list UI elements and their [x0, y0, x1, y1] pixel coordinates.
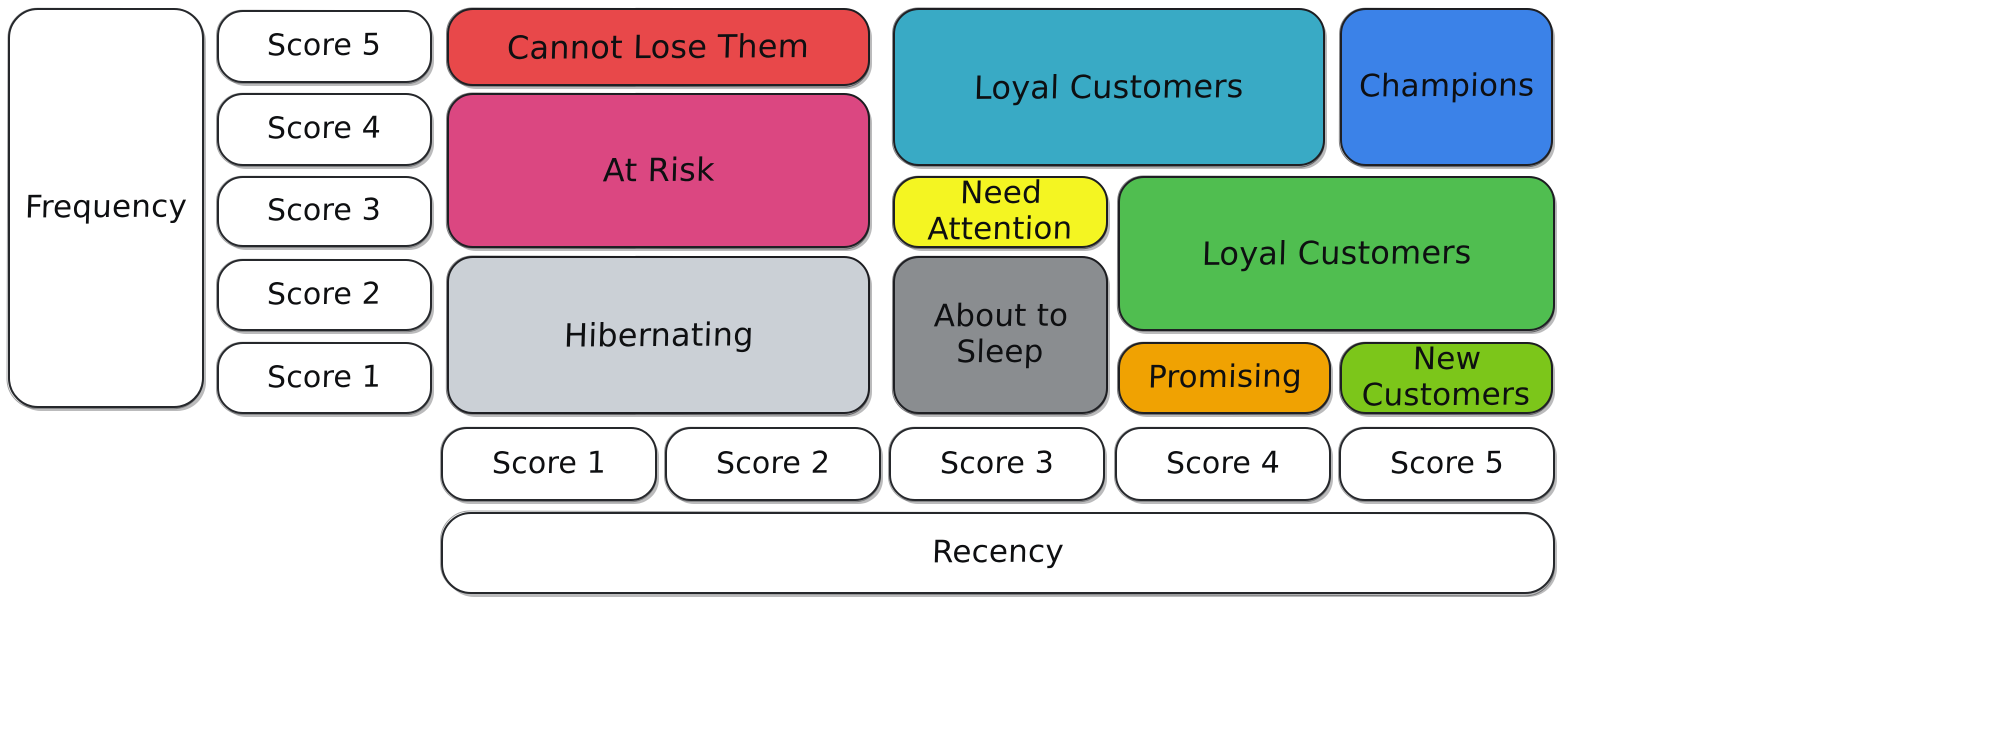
recency-score-5-label[interactable]: Score 5: [1339, 427, 1555, 501]
recency-score-4-label[interactable]: Score 4: [1115, 427, 1331, 501]
recency-score-3-label[interactable]: Score 3: [889, 427, 1105, 501]
frequency-score-3-label[interactable]: Score 3: [217, 176, 432, 247]
recency-axis-label: Recency: [931, 533, 1065, 571]
frequency-score-4-label[interactable]: Score 4: [217, 93, 432, 166]
frequency-score-5-label[interactable]: Score 5: [217, 10, 432, 83]
frequency-axis-label: Frequency: [24, 188, 188, 226]
segment-at-risk[interactable]: At Risk: [447, 93, 870, 248]
segment-cannot-lose-them[interactable]: Cannot Lose Them: [447, 8, 870, 86]
segment-promising[interactable]: Promising: [1118, 342, 1331, 414]
segment-loyal-customers-teal[interactable]: Loyal Customers: [893, 8, 1325, 166]
segment-hibernating[interactable]: Hibernating: [447, 256, 870, 414]
frequency-score-2-label[interactable]: Score 2: [217, 259, 432, 331]
recency-axis-title: Recency: [441, 512, 1555, 594]
segment-new-customers[interactable]: New Customers: [1340, 341, 1553, 414]
segment-champions[interactable]: Champions: [1340, 8, 1553, 166]
segment-need-attention[interactable]: Need Attention: [893, 175, 1108, 248]
frequency-axis-title: Frequency: [8, 8, 204, 408]
recency-score-2-label[interactable]: Score 2: [665, 427, 881, 501]
recency-score-1-label[interactable]: Score 1: [441, 427, 657, 501]
segment-about-to-sleep[interactable]: About to Sleep: [893, 256, 1108, 414]
segment-loyal-customers-green[interactable]: Loyal Customers: [1118, 176, 1555, 331]
frequency-score-1-label[interactable]: Score 1: [217, 342, 432, 414]
